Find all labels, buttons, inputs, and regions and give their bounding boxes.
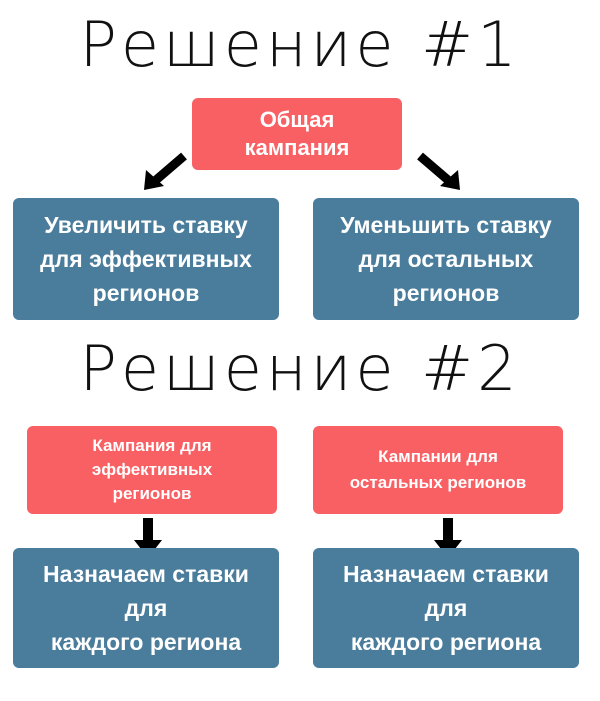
general-campaign-line-2: кампания	[244, 135, 350, 160]
campaign-effective-line-1: Кампания для	[92, 436, 212, 455]
assign-left-line-2: для	[124, 595, 168, 621]
assign-bids-right-box: Назначаем ставки для каждого региона	[313, 548, 579, 668]
general-campaign-line-1: Общая	[259, 107, 335, 132]
campaign-effective-line-2: эффективных	[91, 460, 213, 479]
general-campaign-box: Общая кампания	[192, 98, 402, 170]
arrow-down-right-icon	[417, 152, 460, 190]
campaign-effective-box: Кампания для эффективных регионов	[27, 426, 277, 514]
decrease-bid-box: Уменьшить ставку для остальных регионов	[313, 198, 579, 320]
assign-right-line-3: каждого региона	[350, 629, 542, 655]
arrow-down-left-icon	[144, 152, 187, 190]
campaigns-other-box: Кампании для остальных регионов	[313, 426, 563, 514]
increase-bid-line-2: для эффективных	[40, 246, 252, 272]
solution-2-title: Решение #2	[79, 332, 521, 405]
increase-bid-line-3: регионов	[92, 280, 200, 306]
assign-left-line-1: Назначаем ставки	[43, 561, 249, 587]
increase-bid-line-1: Увеличить ставку	[44, 212, 248, 238]
decrease-bid-line-2: для остальных	[358, 246, 534, 272]
campaign-effective-line-3: регионов	[112, 484, 192, 503]
assign-left-line-3: каждого региона	[50, 629, 242, 655]
assign-right-line-2: для	[424, 595, 468, 621]
campaigns-other-line-1: Кампании для	[378, 447, 498, 466]
decrease-bid-line-3: регионов	[392, 280, 500, 306]
solution-1-title: Решение #1	[79, 8, 521, 81]
assign-right-line-1: Назначаем ставки	[343, 561, 549, 587]
campaigns-other-line-2: остальных регионов	[349, 473, 527, 492]
assign-bids-left-box: Назначаем ставки для каждого региона	[13, 548, 279, 668]
decrease-bid-line-1: Уменьшить ставку	[340, 212, 552, 238]
increase-bid-box: Увеличить ставку для эффективных регионо…	[13, 198, 279, 320]
